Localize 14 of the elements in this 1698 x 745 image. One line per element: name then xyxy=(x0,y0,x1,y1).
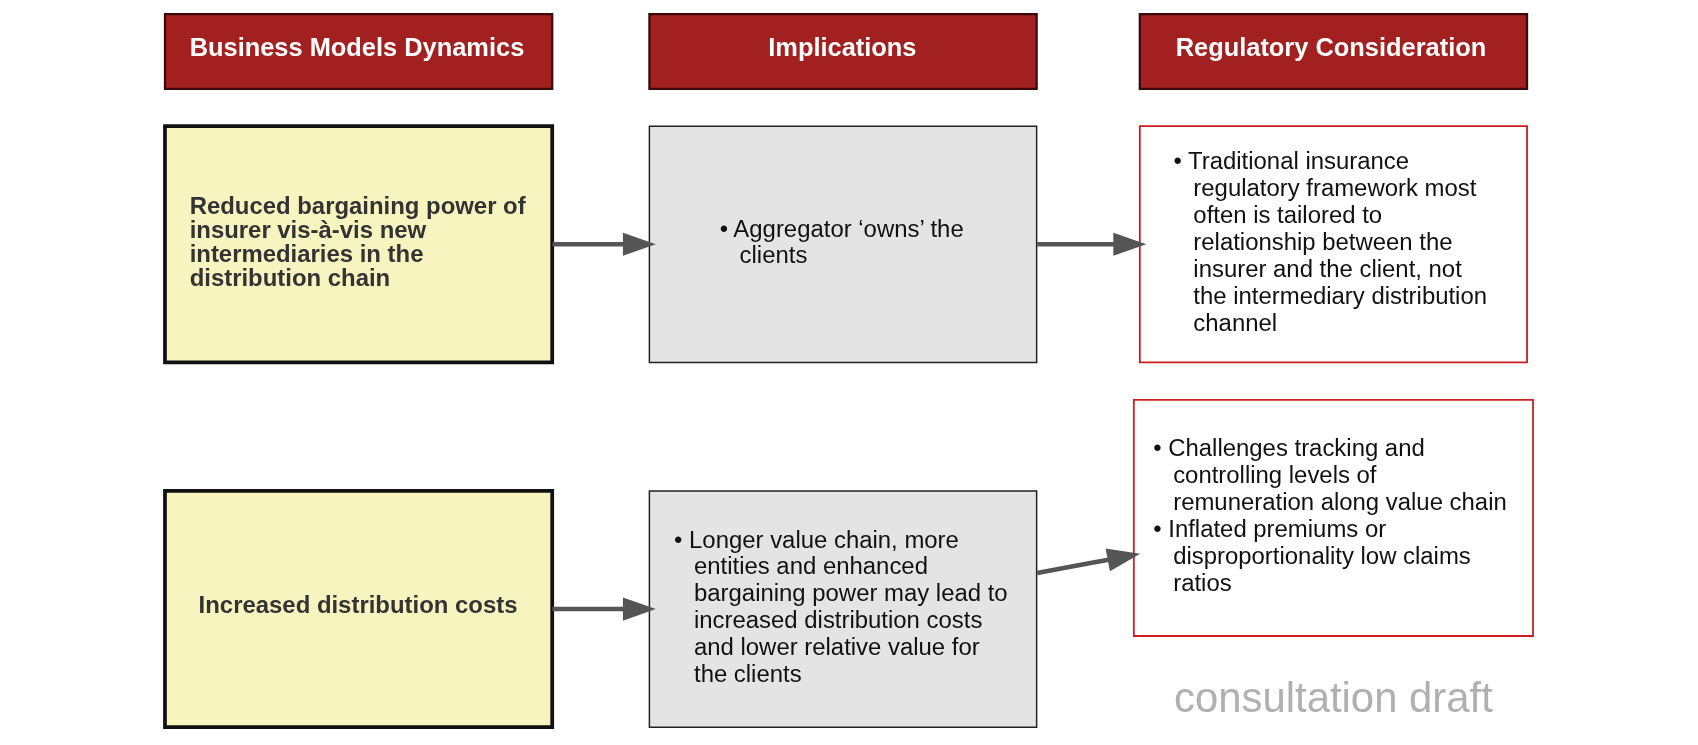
arrow xyxy=(1037,232,1147,256)
label: consultation draft xyxy=(1174,674,1493,722)
node-box: Business Models Dynamics xyxy=(163,12,554,90)
node-box: Regulatory Consideration xyxy=(1138,12,1529,90)
node-box: • Traditional insurance regulatory framework most often is tailored to relationship between the insurer and the client, not the intermediary distribution channel xyxy=(1138,125,1528,364)
arrow xyxy=(552,232,656,256)
node-box: Reduced bargaining power of insurer vis-à-vis new intermediaries in the distribution chain xyxy=(163,124,555,365)
node-box: Implications xyxy=(648,12,1038,90)
arrow xyxy=(552,597,656,621)
node-box: • Longer value chain, more entities and enhanced bargaining power may lead to increased distribution costs and lower relative value for the clients xyxy=(648,490,1038,728)
node-box: • Challenges tracking and controlling levels of remuneration along value chain • Inflated premiums or disproportionality low claims ratios xyxy=(1132,398,1534,637)
node-box: Increased distribution costs xyxy=(163,489,555,730)
arrow xyxy=(1036,548,1141,576)
node-box: • Aggregator ‘owns’ the clients xyxy=(648,125,1038,364)
